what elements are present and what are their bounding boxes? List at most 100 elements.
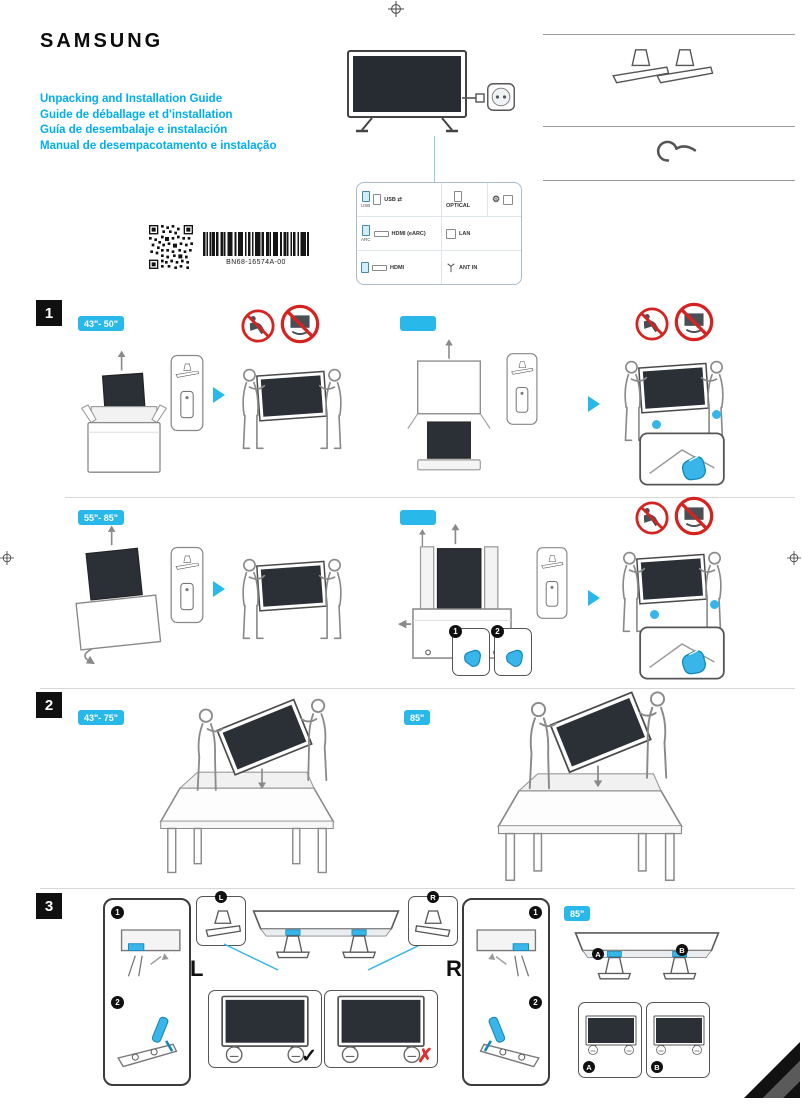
lan-port-icon: [446, 228, 456, 239]
hdmi-earc-port-icon: [373, 230, 389, 237]
ant-in-label: ANT IN: [459, 264, 478, 271]
next-step-arrow-4: [588, 590, 600, 606]
size-badge-unlabeled-2: [400, 510, 436, 525]
inset-step-2-circle: 2: [491, 625, 504, 638]
tv-ports-connector-line: [434, 136, 435, 182]
guide-title-es: Guía de desembalaje e instalación: [40, 124, 228, 136]
screw-step-illustration-left: [113, 1014, 185, 1078]
tv-front-option-a-illustration: [583, 1013, 639, 1057]
hdmi-label: HDMI: [390, 264, 405, 271]
hdmi-earc-port: ARC HDMI (eARC): [357, 217, 441, 250]
usb-main-label: USB ⇄: [384, 196, 403, 203]
section-3-number: 3: [36, 893, 62, 919]
callout-b: B: [651, 1061, 663, 1073]
cross-icon: ✗: [417, 1046, 433, 1067]
stand-inset-right-label: R: [427, 891, 439, 903]
size-badge-55-85: 55"- 85": [78, 510, 125, 525]
guide-titles: Unpacking and Installation Guide Guide d…: [40, 92, 276, 154]
check-icon: ✓: [301, 1046, 317, 1067]
grip-point-highlight-3: [650, 610, 659, 619]
registration-mark-left: [0, 550, 14, 566]
lan-port: LAN: [441, 217, 521, 250]
tv-front-correct-illustration: [215, 993, 315, 1065]
qr-code: [149, 225, 193, 269]
screw-step-illustration-right: [472, 1014, 544, 1078]
hand-detail-inset-1: [638, 432, 726, 486]
samsung-logo: SAMSUNG: [40, 30, 164, 52]
grip-point-highlight-2: [712, 410, 721, 419]
step-1-circle-right: 1: [529, 906, 542, 919]
callout-a-top: A: [592, 948, 604, 960]
next-step-arrow-1: [213, 387, 225, 403]
callout-a: A: [583, 1061, 595, 1073]
section-2-number: 2: [36, 692, 62, 718]
left-stand-illustration: [201, 907, 243, 943]
no-single-person-lift-icon-3: [634, 500, 670, 536]
hdmi-earc-label: HDMI (eARC): [391, 230, 426, 237]
optical-port: OPTICAL: [441, 183, 487, 216]
accessory-table-rule-1: [543, 34, 795, 35]
release-lock-hand-icon-1: [458, 641, 486, 669]
callout-b-top: B: [676, 944, 688, 956]
grip-point-highlight-1: [652, 420, 661, 429]
stand-leg-illustration-2: [652, 42, 716, 94]
arc-port-icon: [361, 225, 370, 236]
inset-step-1-circle: 1: [449, 625, 462, 638]
size-badge-85-stand: 85": [564, 906, 591, 921]
usb-sub-label: USB: [361, 203, 371, 208]
tv-illustration: [346, 50, 468, 134]
guide-title-pt: Manual de desempacotamento e instalação: [40, 139, 277, 152]
correct-stand-box: ✓: [208, 990, 322, 1068]
antenna-icon: [447, 262, 455, 272]
lan-label: LAN: [459, 230, 471, 237]
stand-inset-left-label: L: [215, 891, 227, 903]
two-person-lift-illustration-1: [236, 344, 348, 484]
power-cable-and-outlet: [462, 83, 515, 111]
release-lock-inset-1: 1: [449, 625, 490, 676]
registration-mark-top: [388, 1, 404, 17]
ports-row-2: ARC HDMI (eARC) LAN: [357, 216, 521, 250]
accessory-tray-illustration-4: [536, 544, 568, 622]
next-step-arrow-2: [588, 396, 600, 412]
stand-letter-r: R: [446, 956, 462, 981]
hdmi-port-icon: [372, 264, 387, 271]
ant-in-port: ANT IN: [441, 251, 521, 284]
tv-front-incorrect-illustration: [331, 993, 431, 1065]
accessory-tray-illustration-1: [170, 352, 204, 434]
no-screen-press-icon-2: [673, 301, 715, 343]
stand-assembly-panel-left: 1 2: [103, 898, 191, 1086]
no-single-person-lift-icon: [240, 308, 276, 344]
accessory-tray-illustration-2: [506, 350, 538, 428]
arc-sub-label: ARC: [361, 237, 371, 242]
incorrect-stand-box: ✗: [324, 990, 438, 1068]
next-step-arrow-3: [213, 581, 225, 597]
usb-port-icon-2: [373, 194, 382, 205]
step-1-circle-left: 1: [111, 906, 124, 919]
tilted-box-unpack-illustration: [70, 524, 170, 666]
guide-title-fr: Guide de déballage et d'installation: [40, 108, 233, 121]
box-lift-off-illustration: [398, 338, 500, 478]
part-number: BN68-16574A-00: [226, 259, 286, 266]
barcode: [203, 232, 309, 256]
ports-panel: USB USB ⇄ OPTICAL ⚙ ARC: [356, 182, 522, 285]
step-2-circle-right: 2: [529, 996, 542, 1009]
stand-option-b-box: B: [646, 1002, 710, 1078]
size-badge-43-75: 43"- 75": [78, 710, 125, 725]
stand-attach-step-illustration-right: [472, 922, 544, 986]
stand-letter-l: L: [190, 956, 204, 981]
tv-underside-illustration: [250, 902, 402, 972]
hdmi-port: HDMI: [357, 251, 441, 284]
step-2-circle-left: 2: [111, 996, 124, 1009]
stand-guide-lines: [223, 943, 423, 971]
no-single-person-lift-icon-2: [634, 306, 670, 342]
stand-inset-right: R: [408, 891, 458, 946]
ports-row-3: HDMI ANT IN: [357, 250, 521, 284]
tv-front-option-b-illustration: [651, 1013, 707, 1057]
two-person-lift-illustration-3: [236, 534, 348, 674]
size-badge-85: 85": [404, 710, 431, 725]
stand-attach-step-illustration-left: [113, 922, 185, 986]
table-placement-illustration-1: [182, 686, 342, 818]
section-divider-3: [40, 888, 795, 889]
page-corner-fold: [744, 1042, 800, 1098]
